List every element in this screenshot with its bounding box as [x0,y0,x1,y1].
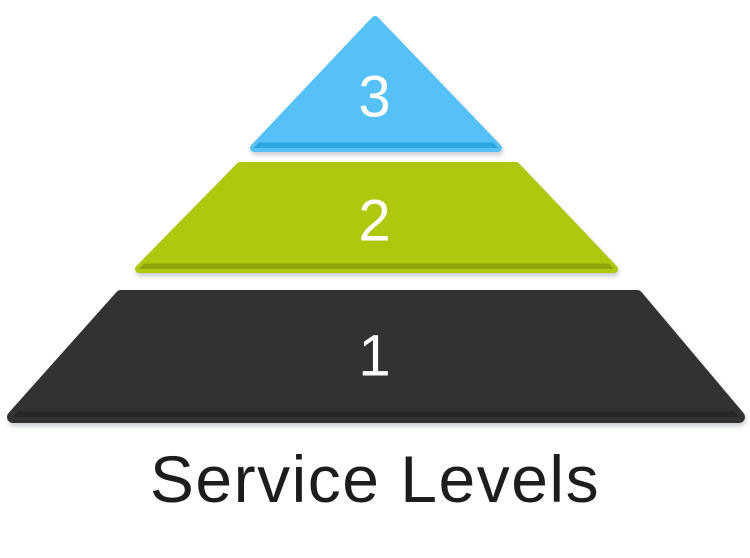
pyramid-level-3: 3 [250,16,502,152]
level-2-bevel [139,263,614,269]
level-2-label: 2 [358,189,391,254]
pyramid-level-1: 1 [7,290,745,423]
level-3-label: 3 [358,65,391,130]
pyramid-level-2: 2 [135,162,618,273]
level-3-bevel [254,142,498,148]
level-1-label: 1 [358,324,391,389]
diagram-title: Service Levels [150,442,600,516]
level-1-bevel [13,411,739,417]
